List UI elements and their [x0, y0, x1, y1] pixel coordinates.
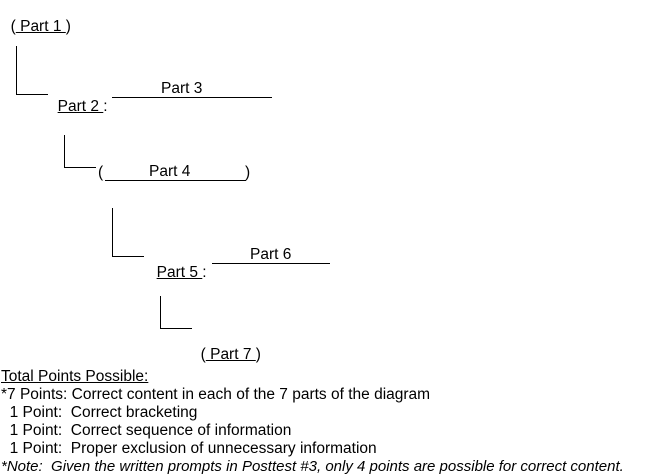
- scoring-line: *7 Points: Correct content in each of th…: [1, 386, 431, 403]
- part3-underline: [112, 97, 272, 98]
- scoring-line: 1 Point: Correct bracketing: [1, 404, 198, 421]
- part7-open-paren: (: [200, 346, 206, 363]
- part4-open-paren: (: [98, 164, 104, 181]
- scoring-line: 1 Point: Proper exclusion of unnecessary…: [1, 440, 377, 457]
- part5-separator: :: [202, 264, 207, 281]
- part1-group: ( Part 1 ): [2, 0, 71, 36]
- connector-1-vertical: [16, 46, 17, 94]
- connector-4-horizontal: [160, 328, 192, 329]
- connector-3-vertical: [112, 208, 113, 256]
- part2-separator: :: [103, 98, 108, 115]
- scoring-note: *Note: Given the written prompts in Post…: [1, 458, 624, 475]
- part5-group: Part 5 :: [148, 246, 207, 282]
- part4-close-paren: ): [245, 164, 251, 181]
- part3-label: Part 3: [161, 80, 203, 97]
- part2-group: Part 2 :: [49, 80, 108, 116]
- scoring-line: 1 Point: Correct sequence of information: [1, 422, 292, 439]
- connector-1-horizontal: [16, 94, 48, 95]
- scoring-heading: Total Points Possible:: [1, 368, 149, 385]
- part2-label: Part 2: [57, 98, 104, 115]
- part7-group: ( Part 7 ): [192, 328, 261, 364]
- part1-label: Part 1: [15, 18, 66, 35]
- connector-4-vertical: [160, 296, 161, 328]
- part6-label: Part 6: [250, 246, 292, 263]
- part4-underline: [105, 180, 246, 181]
- part6-underline: [212, 263, 330, 264]
- part4-label: Part 4: [149, 163, 191, 180]
- part5-label: Part 5: [156, 264, 203, 281]
- part1-open-paren: (: [10, 18, 16, 35]
- part7-close-paren: ): [255, 346, 261, 363]
- connector-2-vertical: [64, 135, 65, 167]
- connector-3-horizontal: [112, 256, 144, 257]
- connector-2-horizontal: [64, 167, 96, 168]
- part1-close-paren: ): [65, 18, 71, 35]
- part7-label: Part 7: [205, 346, 256, 363]
